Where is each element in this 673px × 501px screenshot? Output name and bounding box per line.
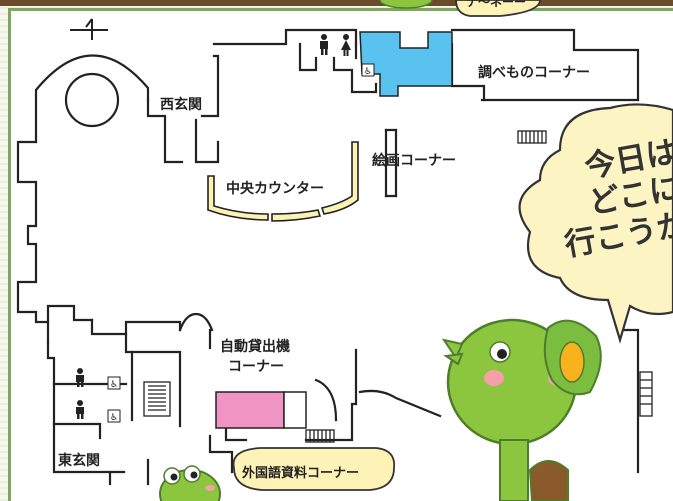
wheelchair-icon: ♿ xyxy=(107,376,121,390)
mascot-kappa-icon xyxy=(441,318,602,501)
foreign-tag xyxy=(232,447,396,491)
toilet-male-icon xyxy=(76,368,84,387)
building-walls xyxy=(16,28,640,486)
frog-top-icon xyxy=(379,0,433,9)
label-painting-corner: 絵画コーナー xyxy=(372,153,456,169)
top-strip xyxy=(0,0,673,6)
wheelchair-icon: ♿ xyxy=(361,63,375,77)
reference-room xyxy=(359,31,453,97)
lending-room xyxy=(215,391,285,429)
label-auto-lending-2: コーナー xyxy=(228,359,284,375)
svg-text:♿: ♿ xyxy=(110,380,118,390)
stairs-icon xyxy=(517,130,547,144)
label-west-entrance: 西玄関 xyxy=(160,97,202,113)
toilet-male-icon xyxy=(320,34,328,55)
svg-text:♿: ♿ xyxy=(364,67,372,77)
label-east-entrance: 東玄関 xyxy=(58,453,100,469)
frog-small-icon xyxy=(159,465,221,501)
speech-bubble xyxy=(518,103,673,344)
stairs-icon xyxy=(639,371,653,417)
label-central-counter: 中央カウンター xyxy=(226,181,324,197)
stairs-icon xyxy=(143,381,171,417)
north-arrow-icon xyxy=(70,18,108,40)
svg-text:♿: ♿ xyxy=(110,413,118,423)
wheelchair-icon: ♿ xyxy=(107,409,121,423)
central-counter-shape xyxy=(207,141,359,222)
label-auto-lending-1: 自動貸出機 xyxy=(220,339,290,355)
top-tag xyxy=(455,0,541,17)
label-foreign-materials: 外国語資料コーナー xyxy=(242,466,360,481)
label-reference-corner: 調べものコーナー xyxy=(478,65,590,81)
toilet-female-icon xyxy=(341,34,351,56)
label-top-tag: ナ〜ネーー xyxy=(466,0,527,9)
toilet-male-icon xyxy=(76,400,84,419)
stairs-icon xyxy=(305,429,335,443)
